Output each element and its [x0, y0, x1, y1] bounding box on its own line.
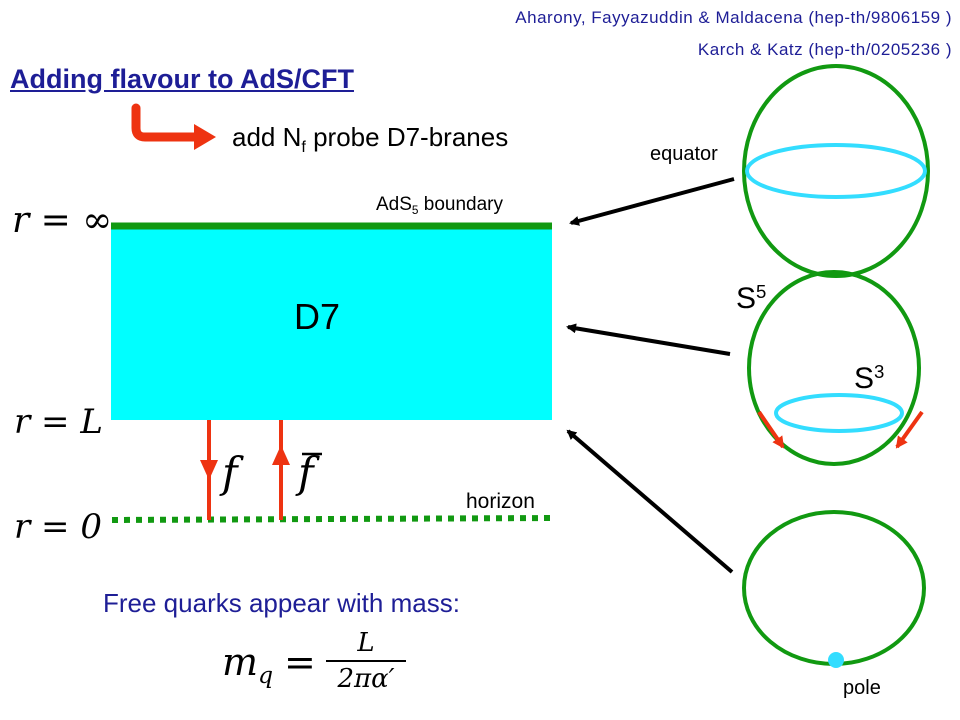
mass-formula: mq — [222, 640, 273, 689]
d7-brane-block — [111, 226, 552, 420]
equator-ring — [745, 143, 927, 199]
r-zero-label: r = 0 — [14, 507, 102, 547]
fraction-bar — [326, 660, 406, 662]
s3-shrink-arrow-left — [757, 410, 785, 449]
d7-label: D7 — [294, 296, 341, 337]
equator-label: equator — [650, 143, 718, 165]
probe-label: add Nf probe D7-branes — [232, 122, 509, 156]
pole-label: pole — [843, 677, 881, 699]
quark-f-label: f — [222, 448, 238, 497]
fraction-numerator: L — [357, 628, 375, 658]
pole-dot — [828, 652, 844, 668]
mass-subscript: q — [258, 661, 274, 690]
sphere-pole — [742, 510, 926, 666]
horizon-label: horizon — [466, 490, 535, 513]
fraction-denominator: 2πα′ — [337, 664, 395, 694]
mass-symbol: m — [222, 640, 259, 684]
s3-shrink-arrow-right — [895, 410, 924, 449]
free-quarks-text: Free quarks appear with mass: — [103, 588, 460, 618]
s3-ring — [774, 393, 904, 433]
r-L-label: r = L — [14, 402, 103, 442]
r-infinity-label: r = ∞ — [12, 200, 113, 241]
quark-arrow-down — [200, 460, 218, 480]
reference-aharony: Aharony, Fayyazuddin & Maldacena (hep-th… — [515, 8, 952, 27]
s3-label: S3 — [854, 360, 885, 395]
mass-fraction: L 2πα′ — [326, 628, 406, 694]
slide-title: Adding flavour to AdS/CFT — [10, 64, 354, 94]
pole-pointer-arrow — [566, 429, 734, 574]
s5-label: S5 — [736, 280, 767, 315]
sphere-equator — [742, 64, 930, 278]
reference-karch: Karch & Katz (hep-th/0205236 ) — [697, 40, 952, 59]
quark-fbar-label: f — [298, 448, 314, 497]
mass-equals: = — [284, 640, 316, 684]
sphere-s5 — [747, 270, 921, 466]
ads5-boundary-label: AdS5 boundary — [376, 194, 503, 218]
horizon-line — [111, 515, 553, 523]
s3-pointer-arrow — [566, 323, 731, 356]
equator-pointer-arrow — [569, 177, 735, 226]
probe-arrow-head — [194, 124, 216, 150]
quark-arrow-up — [272, 445, 290, 465]
probe-bent-arrow — [131, 103, 201, 142]
